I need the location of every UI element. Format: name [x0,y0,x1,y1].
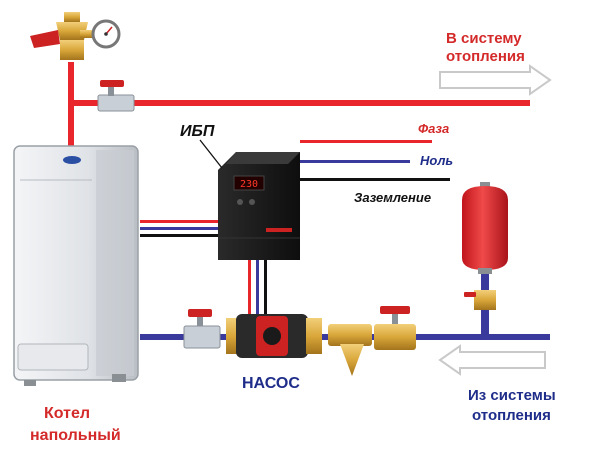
ground-label: Заземление [354,190,431,205]
neutral-label: Ноль [420,153,453,168]
boiler-power-wires [140,220,220,237]
supply-label-line2: отопления [446,48,525,65]
circulation-pump [226,314,322,358]
ups-unit: 230 [218,152,300,260]
supply-arrow-icon [439,64,552,96]
strainer-filter [328,324,372,376]
floor-boiler [13,145,139,386]
expansion-tank [462,182,508,334]
return-ball-valve-right [374,306,416,350]
return-label-line1: Из системы [468,387,556,404]
svg-text:230: 230 [240,179,258,190]
mains-wires [300,140,450,181]
phase-label: Фаза [418,121,449,136]
safety-group [30,12,121,60]
ups-pointer [199,139,223,169]
return-ball-valve-left [183,309,221,349]
supply-pipe [68,62,530,152]
supply-label-line1: В систему [446,30,522,47]
pump-label: НАСОС [242,375,300,392]
ups-label: ИБП [180,123,215,140]
return-label-line2: отопления [472,407,551,424]
boiler-label-line2: напольный [30,427,121,444]
boiler-label-line1: Котел [44,405,90,422]
pump-power-wires [248,260,267,318]
return-arrow-icon [438,344,546,376]
supply-ball-valve [97,80,135,112]
